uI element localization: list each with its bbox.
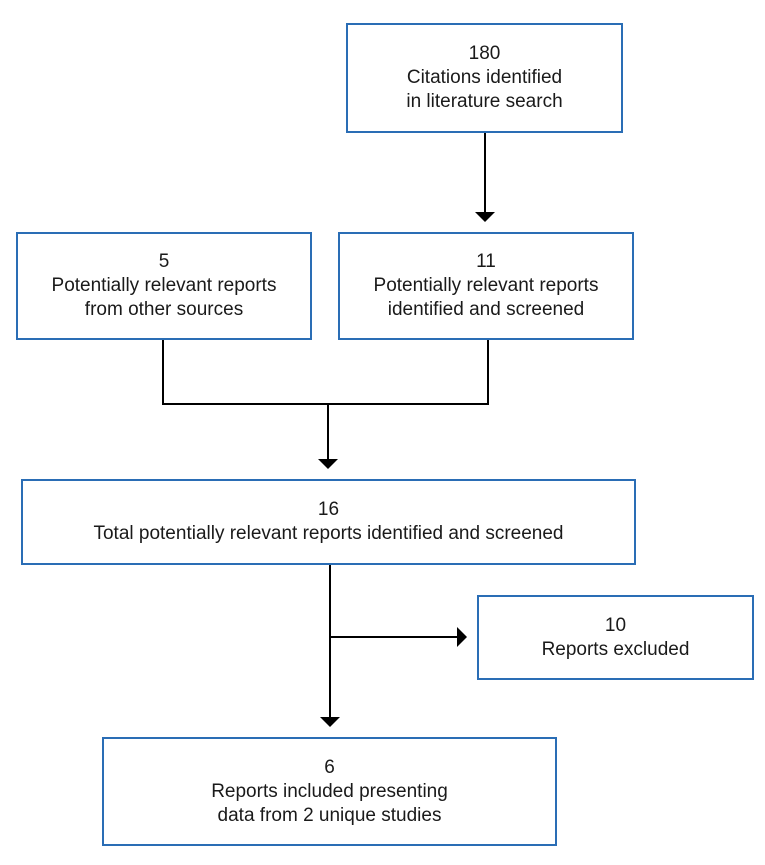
arrowhead-down [320, 717, 340, 727]
arrowhead-down [318, 459, 338, 469]
excluded-box: 10 Reports excluded [477, 595, 754, 680]
screened-line2: identified and screened [387, 299, 585, 320]
other-sources-line1: Potentially relevant reports [51, 275, 277, 296]
citations-count: 180 [468, 43, 501, 64]
excluded-line1: Reports excluded [541, 638, 690, 660]
other-sources-box: 5 Potentially relevant reports from othe… [16, 232, 312, 340]
citations-box: 180 Citations identified in literature s… [346, 23, 623, 133]
screened-count: 11 [476, 251, 496, 272]
arrowhead-right [457, 627, 467, 647]
other-sources-count: 5 [158, 251, 170, 272]
screened-box: 11 Potentially relevant reports identifi… [338, 232, 634, 340]
included-count: 6 [324, 756, 335, 778]
screened-line1: Potentially relevant reports [373, 275, 599, 296]
connector-merge [162, 340, 489, 405]
total-line1: Total potentially relevant reports ident… [93, 523, 564, 544]
other-sources-line2: from other sources [84, 299, 244, 320]
citations-line2: in literature search [406, 91, 563, 112]
included-line2: data from 2 unique studies [217, 804, 442, 826]
excluded-count: 10 [604, 614, 627, 636]
citations-line1: Citations identified [406, 67, 563, 88]
total-box: 16 Total potentially relevant reports id… [21, 479, 636, 565]
arrowhead-down [475, 212, 495, 222]
included-box: 6 Reports included presenting data from … [102, 737, 557, 846]
total-count: 16 [317, 499, 340, 520]
included-line1: Reports included presenting [211, 780, 448, 802]
